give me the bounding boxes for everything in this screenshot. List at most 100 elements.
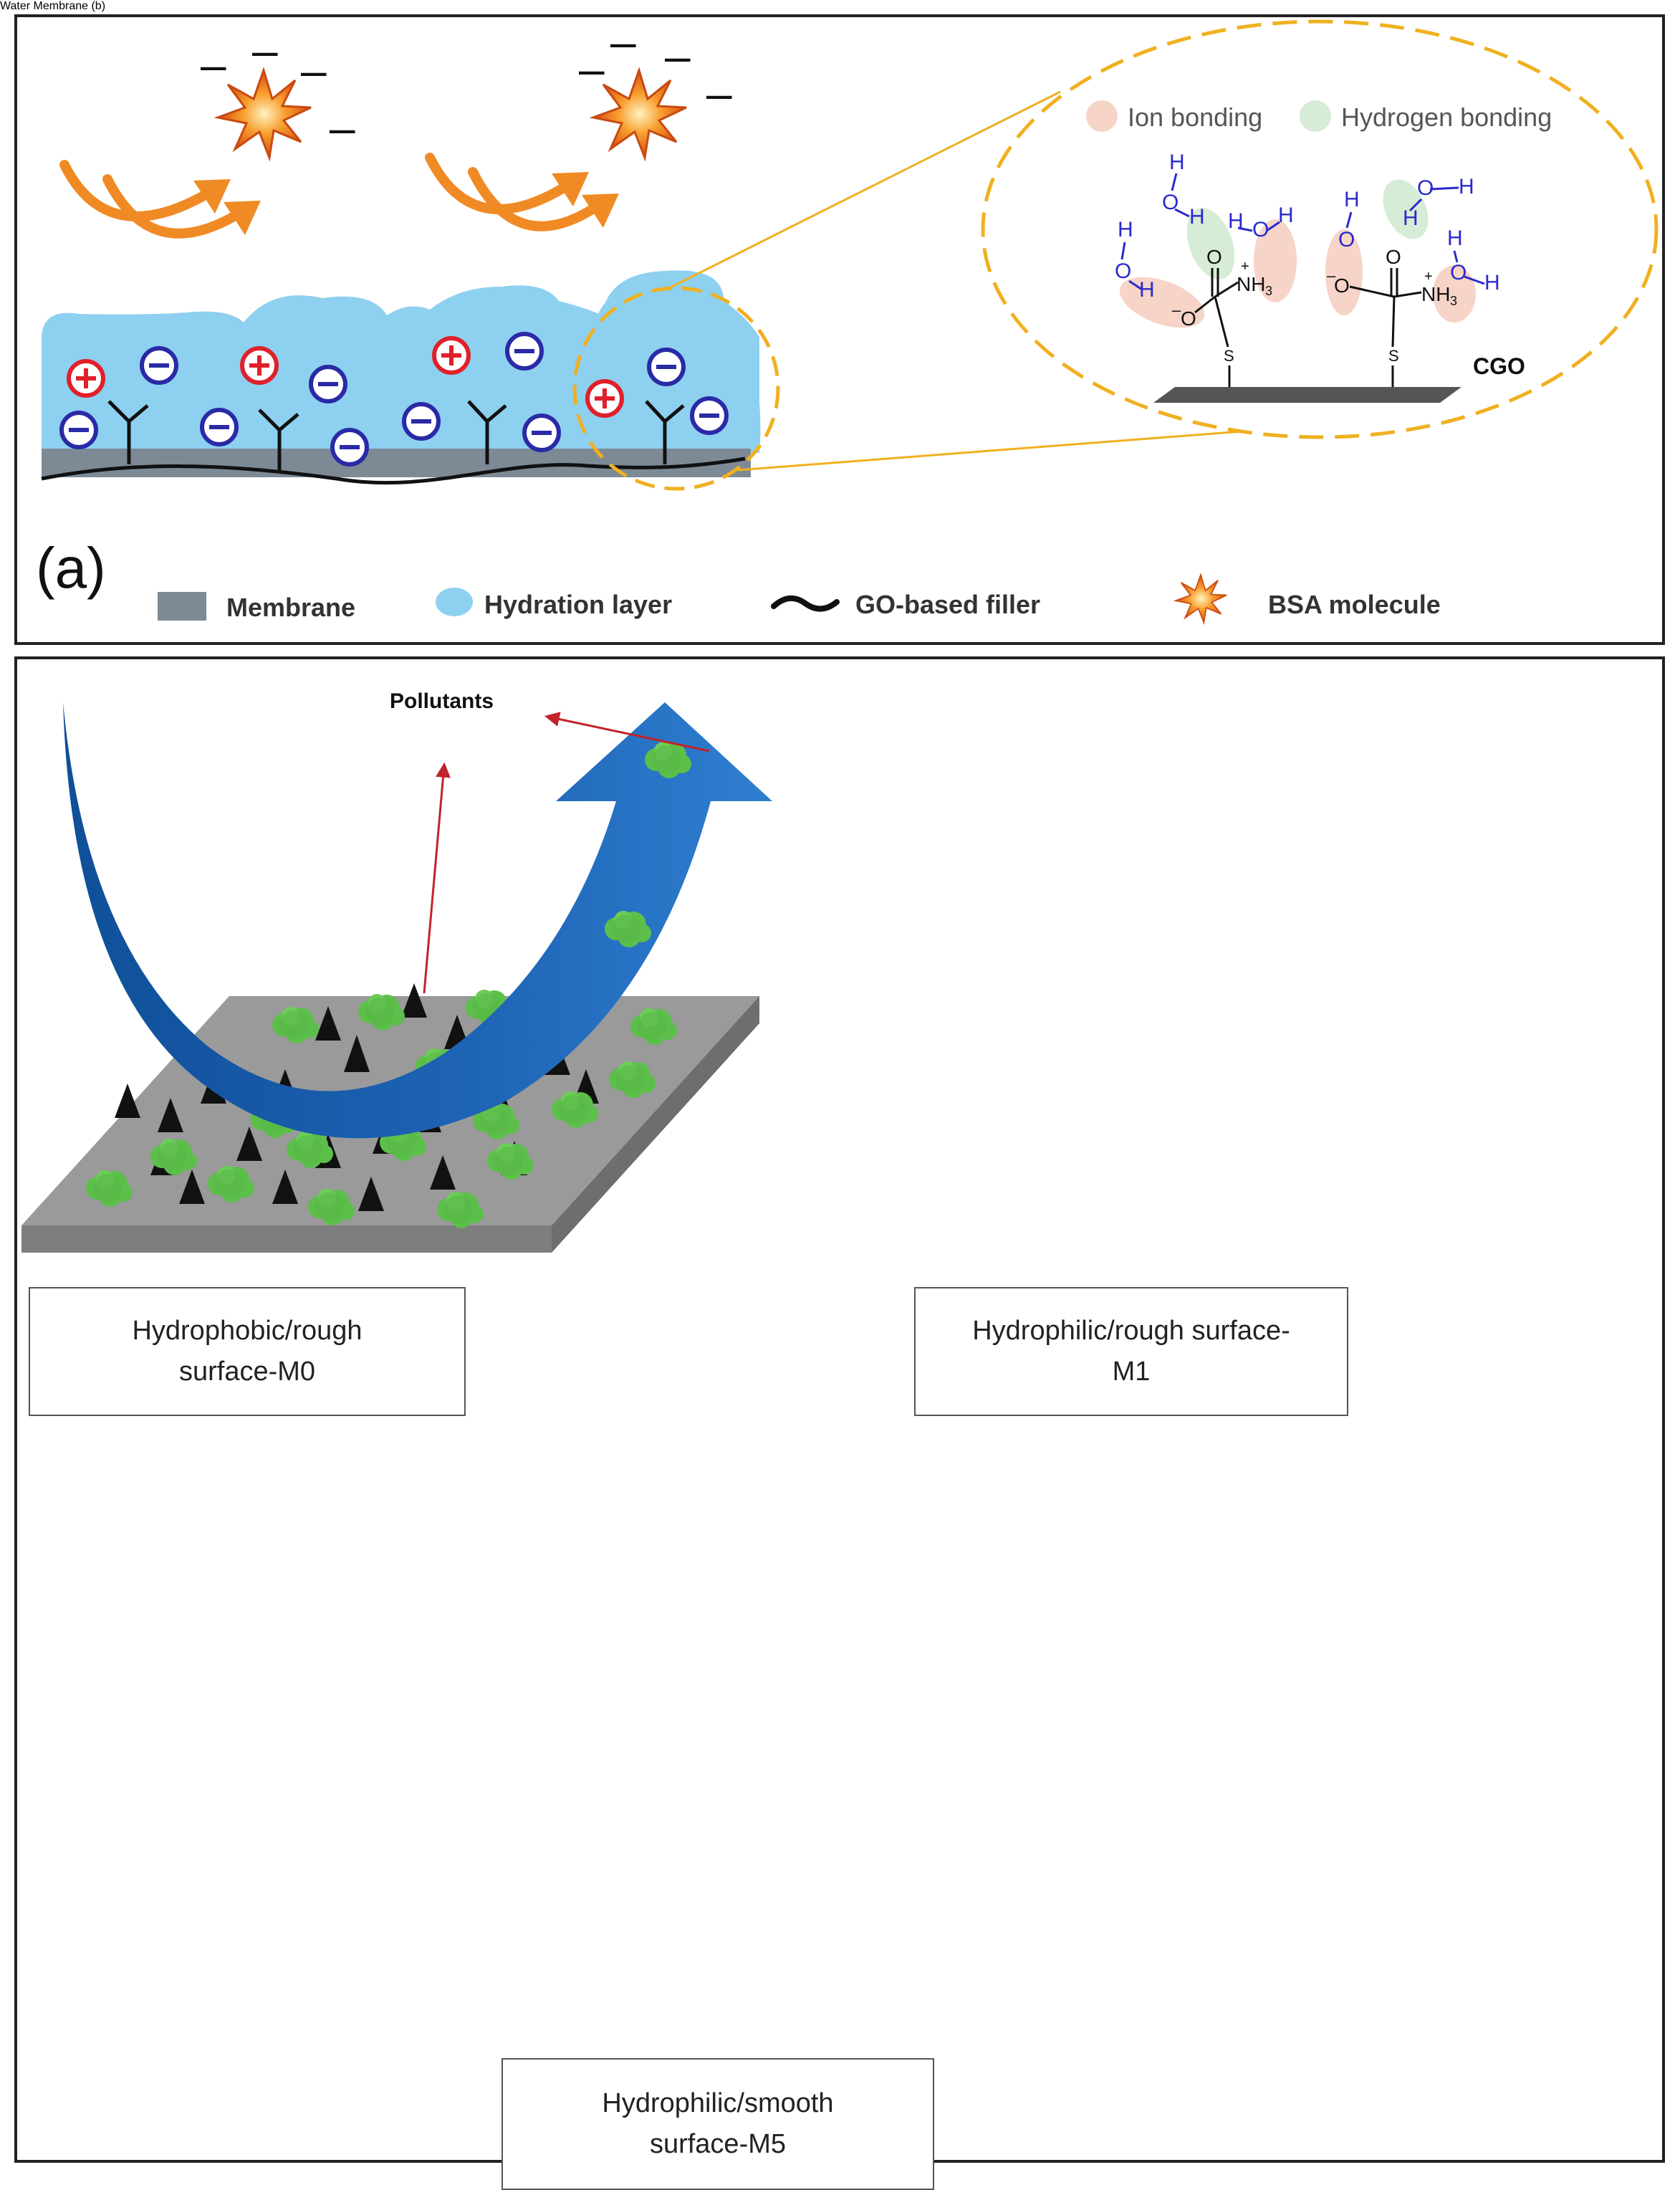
- negative-charge: [402, 402, 441, 441]
- negative-charge: [330, 428, 369, 467]
- svg-text:H: H: [1139, 278, 1155, 302]
- svg-text:–: –: [706, 67, 732, 119]
- label-box-m0: Hydrophobic/rough surface-M0: [29, 1287, 466, 1416]
- m0-label-line2: surface-M0: [178, 1357, 316, 1387]
- svg-text:O: O: [1338, 228, 1355, 252]
- svg-text:–: –: [201, 39, 226, 90]
- svg-text:–: –: [610, 16, 636, 67]
- svg-text:O: O: [1450, 261, 1467, 284]
- negative-charge: [200, 408, 239, 446]
- go-filler-line: [41, 456, 746, 485]
- svg-text:–: –: [665, 30, 691, 82]
- svg-text:H: H: [1344, 188, 1360, 211]
- m1-label-line1: Hydrophilic/rough surface-: [972, 1316, 1290, 1346]
- svg-text:O: O: [1206, 246, 1222, 268]
- svg-text:O: O: [1115, 259, 1131, 283]
- svg-text:H: H: [1403, 206, 1419, 230]
- negative-charge: [505, 332, 544, 370]
- svg-text:3: 3: [1265, 284, 1272, 298]
- legend-hydration-label: Hydration layer: [484, 590, 672, 619]
- svg-text:NH: NH: [1421, 283, 1450, 305]
- zoom-small-ellipse: [572, 286, 780, 491]
- hydration-layer: [42, 270, 759, 453]
- svg-text:O: O: [1334, 274, 1350, 297]
- hydrogen-bonding-label: Hydrogen bonding: [1341, 102, 1552, 132]
- panel-b-letter: (b): [91, 0, 106, 12]
- svg-text:H: H: [1459, 175, 1474, 199]
- svg-text:–: –: [301, 44, 327, 96]
- svg-text:H: H: [1118, 218, 1133, 242]
- legend-filler-label: GO-based filler: [855, 590, 1040, 619]
- negative-charge: [140, 346, 178, 385]
- negative-charge: [59, 411, 98, 449]
- svg-text:–: –: [579, 43, 605, 95]
- legend-hydration-swatch: [436, 588, 473, 616]
- svg-text:S: S: [1388, 347, 1399, 365]
- legend-membrane-swatch: [158, 592, 206, 621]
- pollutants-label: Pollutants: [390, 689, 494, 713]
- zoom-inset-ellipse: [981, 19, 1659, 439]
- m1-label-line2: M1: [1112, 1357, 1151, 1387]
- panel-a-letter: (a): [36, 536, 106, 600]
- svg-text:H: H: [1228, 209, 1244, 233]
- svg-text:O: O: [1162, 191, 1179, 214]
- legend-bsa-label: BSA molecule: [1268, 590, 1441, 619]
- negative-charge: [647, 348, 686, 386]
- zoom-connector-top: [666, 90, 1061, 291]
- negative-charge: [309, 365, 347, 403]
- arrowhead: [224, 201, 261, 235]
- svg-text:+: +: [1424, 269, 1433, 284]
- charge-symbols: [59, 332, 729, 467]
- svg-text:–: –: [330, 102, 355, 153]
- svg-text:+: +: [1241, 259, 1249, 274]
- svg-text:O: O: [1417, 176, 1434, 200]
- arrowhead: [193, 179, 231, 214]
- repulsion-arrows-left: [59, 160, 241, 239]
- repulsion-arrows-right: [425, 153, 600, 231]
- cgo-label: CGO: [1473, 353, 1525, 379]
- bsa-molecule-right: – – – –: [579, 16, 732, 159]
- membrane-label: Membrane: [33, 0, 89, 12]
- hydrogen-bonding-swatch: [1300, 100, 1331, 132]
- ion-bonding-label: Ion bonding: [1128, 102, 1262, 132]
- membrane-slab: [42, 449, 751, 477]
- svg-text:H: H: [1447, 226, 1463, 250]
- legend-membrane-label: Membrane: [226, 593, 355, 622]
- pollutants-pointer-line-2: [544, 712, 710, 752]
- svg-text:–: –: [1172, 301, 1181, 319]
- label-box-m1: Hydrophilic/rough surface- M1: [914, 1287, 1348, 1416]
- pollutants-pointer-line: [423, 762, 451, 994]
- svg-text:–: –: [1327, 267, 1336, 284]
- negative-charge: [522, 413, 561, 452]
- svg-text:–: –: [252, 24, 278, 76]
- membrane-pointer-line: Membrane: [29, 0, 1348, 2190]
- positive-charge: [67, 359, 105, 398]
- positive-charge: [432, 336, 471, 375]
- ion-bonding-swatch: [1086, 100, 1118, 132]
- scene-m0: [21, 702, 772, 1253]
- svg-text:H: H: [1484, 271, 1500, 295]
- svg-text:O: O: [1181, 307, 1196, 330]
- zoom-connector-bottom: [737, 429, 1262, 472]
- m5-label-line1: Hydrophilic/smooth: [602, 2088, 834, 2118]
- svg-text:S: S: [1224, 347, 1234, 365]
- m5-label-line2: surface-M5: [649, 2129, 787, 2159]
- positive-charge: [585, 379, 624, 418]
- svg-text:3: 3: [1450, 294, 1457, 308]
- legend-filler-swatch: [771, 596, 840, 612]
- negative-charge: [690, 396, 729, 435]
- cgo-sheet: [1153, 387, 1461, 403]
- ligands: [107, 400, 685, 473]
- arrowhead: [552, 172, 589, 206]
- svg-text:H: H: [1169, 150, 1185, 174]
- bsa-molecule-left: – – – –: [201, 24, 355, 159]
- svg-text:O: O: [1386, 246, 1401, 268]
- positive-charge: [240, 346, 279, 385]
- svg-text:O: O: [1252, 218, 1269, 242]
- svg-text:H: H: [1189, 205, 1205, 229]
- svg-text:NH: NH: [1237, 273, 1265, 295]
- water-pointer-line: Water Membrane: [0, 0, 1348, 2190]
- svg-text:H: H: [1278, 204, 1294, 227]
- m0-label-line1: Hydrophobic/rough: [132, 1316, 363, 1346]
